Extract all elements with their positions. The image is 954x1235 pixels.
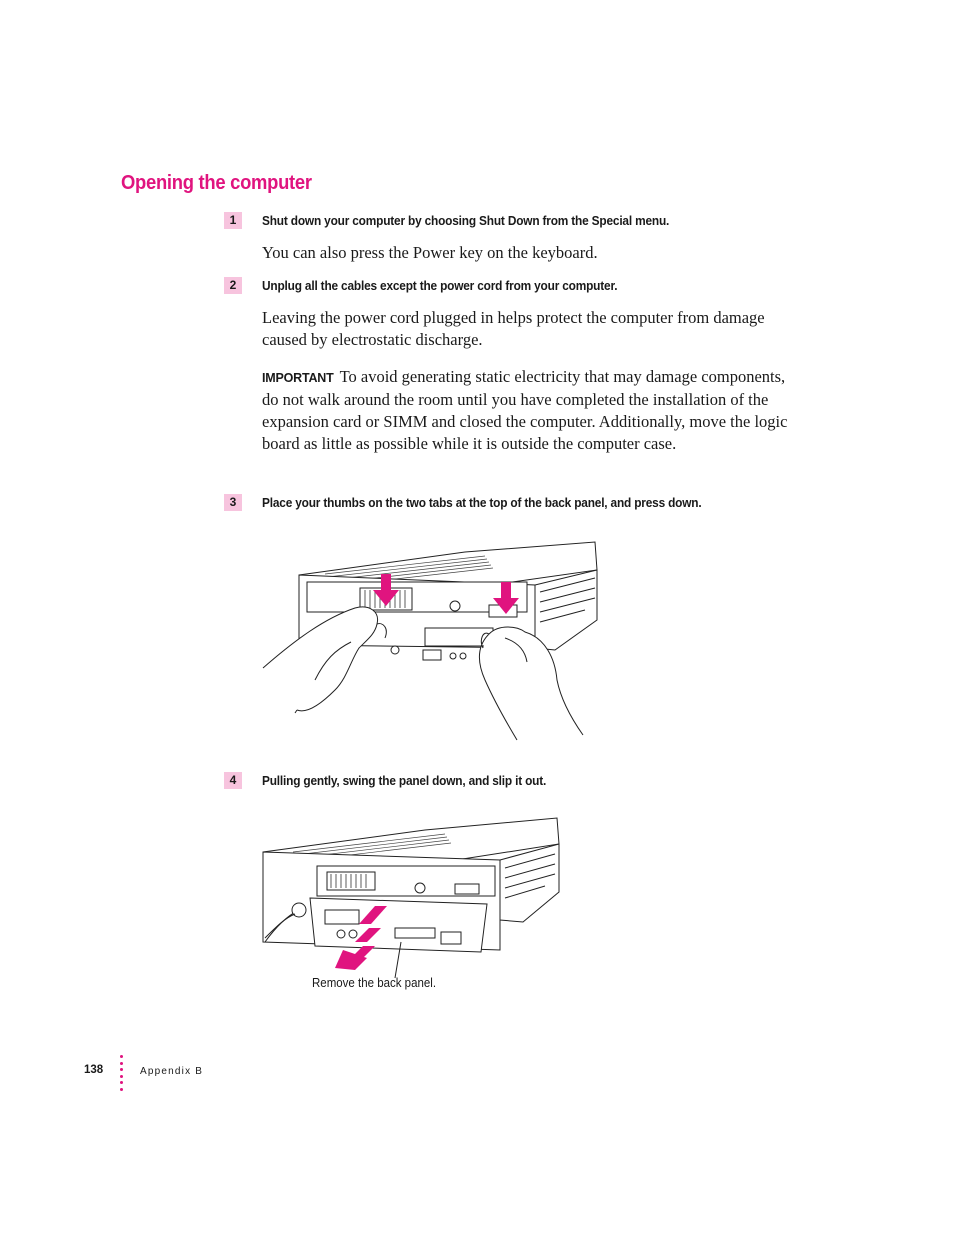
step-2-note: Leaving the power cord plugged in helps … xyxy=(262,308,765,349)
step-1-number: 1 xyxy=(224,212,242,229)
illustration-press-tabs xyxy=(262,541,598,741)
step-4-text: Pulling gently, swing the panel down, an… xyxy=(262,773,547,788)
step-2-text: Unplug all the cables except the power c… xyxy=(262,278,618,293)
important-text: To avoid generating static electricity t… xyxy=(262,367,788,453)
illustration-remove-panel xyxy=(262,817,560,979)
step-3-text: Place your thumbs on the two tabs at the… xyxy=(262,495,702,510)
important-label: IMPORTANT xyxy=(262,371,334,385)
footer-section-label: Appendix B xyxy=(140,1066,204,1077)
footer-dots-divider xyxy=(120,1055,124,1094)
page-number: 138 xyxy=(84,1064,104,1076)
step-3-number: 3 xyxy=(224,494,242,511)
step-2-number: 2 xyxy=(224,277,242,294)
step-1-note: You can also press the Power key on the … xyxy=(262,243,598,262)
step-1-text: Shut down your computer by choosing Shut… xyxy=(262,213,670,228)
step-4-number: 4 xyxy=(224,772,242,789)
figure-caption: Remove the back panel. xyxy=(312,976,437,990)
section-title: Opening the computer xyxy=(121,172,312,194)
